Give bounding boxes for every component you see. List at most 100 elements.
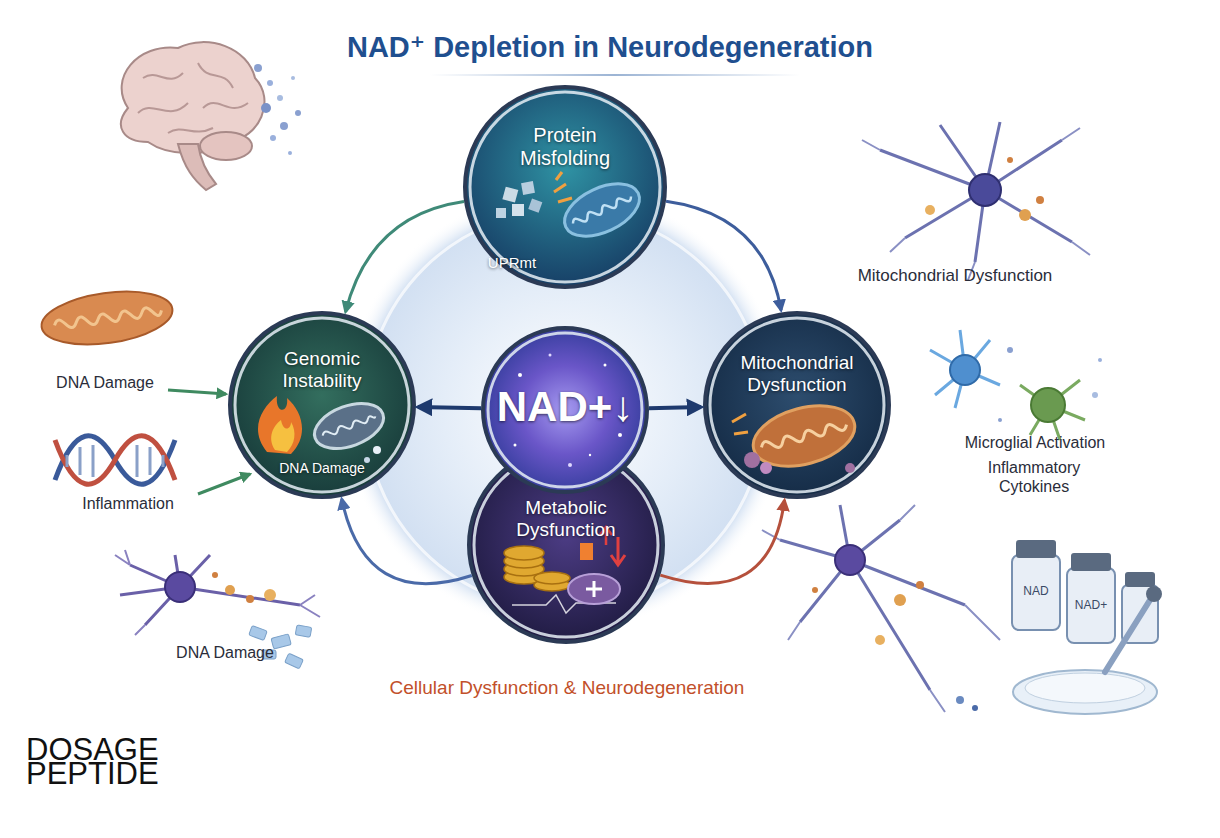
circle-icon bbox=[258, 395, 390, 463]
circle-icon bbox=[572, 193, 633, 226]
brain-illustration bbox=[138, 63, 248, 133]
circle-fill bbox=[469, 448, 663, 642]
annotation-label: NAD+ bbox=[1067, 598, 1115, 612]
brain-illustration bbox=[200, 132, 252, 160]
neuron-illustration bbox=[246, 595, 254, 603]
neuron-illustration bbox=[780, 505, 965, 690]
dna-illustration bbox=[55, 436, 175, 484]
circle-fill bbox=[465, 87, 665, 287]
glial-cell-illustration bbox=[1007, 347, 1013, 353]
glial-cell-illustration bbox=[1098, 358, 1102, 362]
circle-icon bbox=[554, 172, 572, 202]
vial-illustration bbox=[1071, 553, 1111, 571]
circle-icon bbox=[373, 446, 381, 454]
node-heading: Protein Misfolding bbox=[505, 124, 625, 170]
neuron-illustration bbox=[880, 122, 1072, 262]
circle-icon bbox=[504, 546, 570, 591]
petri-dish-illustration bbox=[1025, 673, 1145, 703]
annotation-label: Inflammatory Cytokines bbox=[975, 458, 1093, 496]
petri-dish-illustration bbox=[1105, 600, 1150, 672]
concept-circle: Protein MisfoldingUPRmt bbox=[462, 84, 668, 290]
dna-illustration bbox=[67, 445, 163, 477]
circle-icon bbox=[308, 395, 389, 457]
node-subtext: UPRmt bbox=[476, 254, 548, 271]
annotation-label: Inflammation bbox=[66, 494, 190, 513]
brain-illustration bbox=[291, 76, 295, 80]
circle-icon bbox=[556, 173, 647, 247]
circle-icon bbox=[496, 172, 648, 247]
protein-aggregate-illustration bbox=[295, 625, 312, 637]
connector-arrow bbox=[418, 407, 481, 408]
glial-cell-illustration bbox=[950, 355, 980, 385]
protein-aggregate-illustration bbox=[271, 634, 291, 649]
connector-arrow bbox=[342, 499, 472, 584]
neuron-illustration bbox=[875, 635, 885, 645]
brain-illustration bbox=[280, 122, 288, 130]
petri-dish-illustration bbox=[1146, 586, 1162, 602]
glial-cell-illustration bbox=[930, 330, 1000, 408]
neuron-illustration bbox=[812, 587, 818, 593]
dna-illustration bbox=[55, 436, 175, 484]
connector-arrow bbox=[666, 201, 781, 310]
brain-illustration bbox=[277, 95, 283, 101]
glial-cell-illustration bbox=[998, 418, 1002, 422]
mitochondrion-illustration bbox=[38, 284, 176, 352]
brain-illustration bbox=[267, 80, 273, 86]
protein-aggregate-illustration bbox=[249, 626, 267, 641]
glial-cell-illustration bbox=[1031, 388, 1065, 422]
circle-icon bbox=[322, 414, 377, 439]
brain-illustration bbox=[178, 144, 216, 190]
neuron-illustration bbox=[165, 572, 195, 602]
circle-icon bbox=[611, 537, 625, 565]
circle-icon bbox=[747, 395, 862, 476]
circle-icon bbox=[514, 444, 517, 447]
node-heading: Genomic Instability bbox=[252, 348, 392, 392]
circle-icon bbox=[586, 581, 602, 597]
circle-icon bbox=[589, 454, 591, 456]
brain-illustration bbox=[288, 151, 292, 155]
connector-arrow bbox=[649, 407, 701, 408]
brain-illustration bbox=[295, 110, 301, 116]
neuron-illustration bbox=[120, 555, 300, 625]
circle-icon bbox=[308, 395, 389, 457]
input-arrow bbox=[198, 474, 250, 494]
circle-icon bbox=[732, 414, 748, 434]
mitochondrion-illustration bbox=[38, 284, 176, 352]
diagram-caption: Cellular Dysfunction & Neurodegeneration bbox=[367, 677, 767, 699]
connector-arrow bbox=[346, 201, 465, 311]
brain-illustration bbox=[261, 103, 271, 113]
neuron-illustration bbox=[264, 589, 276, 601]
neuron-illustration bbox=[916, 581, 924, 589]
neuron-illustration bbox=[115, 550, 320, 635]
petri-dish-illustration bbox=[956, 696, 964, 704]
neuron-illustration bbox=[894, 594, 906, 606]
circle-icon bbox=[618, 433, 622, 437]
neuron-illustration bbox=[762, 505, 1000, 712]
neuron-illustration bbox=[762, 505, 1000, 712]
circle-icon bbox=[568, 463, 572, 467]
concept-circle: Genomic InstabilityDNA Damage bbox=[227, 310, 417, 500]
circle-icon bbox=[518, 373, 522, 377]
circle-ring bbox=[235, 318, 409, 492]
circle-icon bbox=[512, 204, 524, 216]
circle-outline bbox=[702, 310, 892, 500]
concept-circle: Mitochondrial Dysfunction bbox=[702, 310, 892, 500]
neuron-illustration bbox=[925, 205, 935, 215]
circle-icon bbox=[534, 572, 570, 584]
circle-icon bbox=[496, 208, 506, 218]
node-subtext: DNA Damage bbox=[262, 460, 382, 476]
circle-icon bbox=[760, 462, 772, 474]
circle-icon bbox=[502, 187, 518, 203]
connector-arrow bbox=[660, 500, 784, 583]
title-rule bbox=[430, 74, 800, 76]
circle-icon bbox=[604, 364, 607, 367]
neuron-illustration bbox=[835, 545, 865, 575]
circle-icon bbox=[496, 181, 542, 218]
circle-icon bbox=[744, 452, 760, 468]
circle-icon bbox=[580, 543, 593, 560]
circle-icon bbox=[549, 354, 552, 357]
circle-fill bbox=[230, 313, 414, 497]
node-heading: NAD+↓ bbox=[480, 383, 650, 431]
circle-icon bbox=[556, 173, 647, 247]
input-arrow bbox=[168, 390, 226, 394]
